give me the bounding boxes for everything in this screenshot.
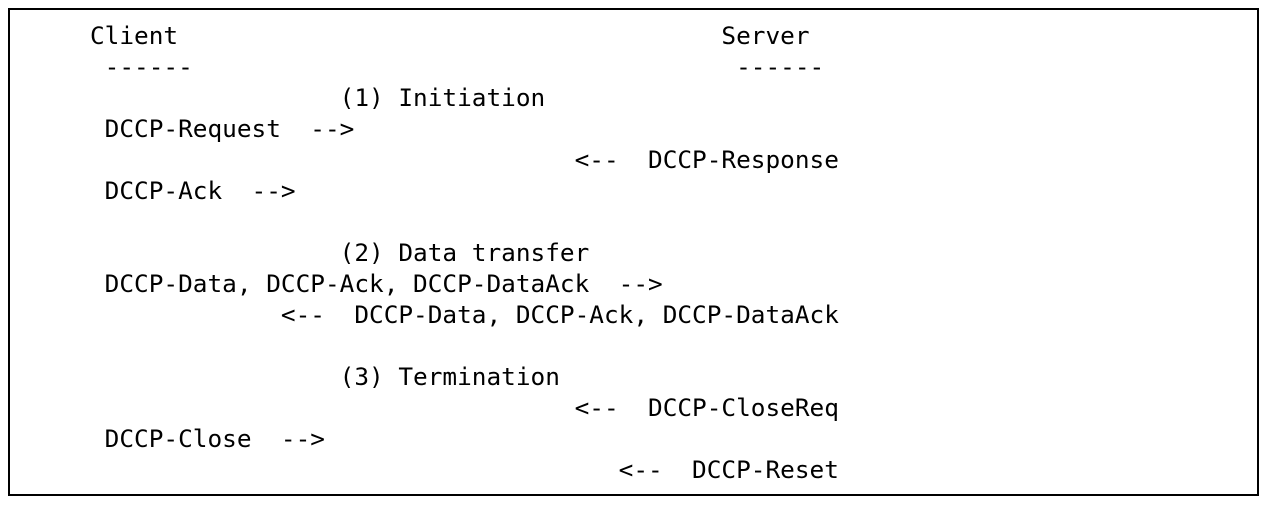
message-dccp-ack: DCCP-Ack -->	[90, 176, 296, 205]
message-dccp-closereq: <-- DCCP-CloseReq	[90, 393, 839, 422]
message-data-client-to-server: DCCP-Data, DCCP-Ack, DCCP-DataAck -->	[90, 269, 663, 298]
message-dccp-response: <-- DCCP-Response	[90, 145, 839, 174]
message-dccp-request: DCCP-Request -->	[90, 114, 355, 143]
client-label: Client	[90, 21, 179, 50]
message-data-server-to-client: <-- DCCP-Data, DCCP-Ack, DCCP-DataAck	[90, 300, 839, 329]
blank-line-1	[90, 206, 1257, 237]
server-underline: ------	[736, 52, 825, 81]
participants-row: Client Server	[90, 20, 1257, 51]
client-underline: ------	[90, 52, 193, 81]
underline-gap	[193, 74, 736, 75]
message-dccp-reset: <-- DCCP-Reset	[90, 455, 839, 484]
section-3-header: (3) Termination	[90, 362, 560, 391]
section-2-header: (2) Data transfer	[90, 238, 590, 267]
blank-line-2	[90, 330, 1257, 361]
participants-gap	[178, 43, 721, 44]
section-1-header: (1) Initiation	[90, 83, 546, 112]
diagram-frame: Client Server ------ ------ (1) Initiation…	[8, 8, 1259, 496]
server-label: Server	[721, 21, 810, 50]
underline-row: ------ ------	[90, 51, 1257, 82]
message-dccp-close: DCCP-Close -->	[90, 424, 325, 453]
